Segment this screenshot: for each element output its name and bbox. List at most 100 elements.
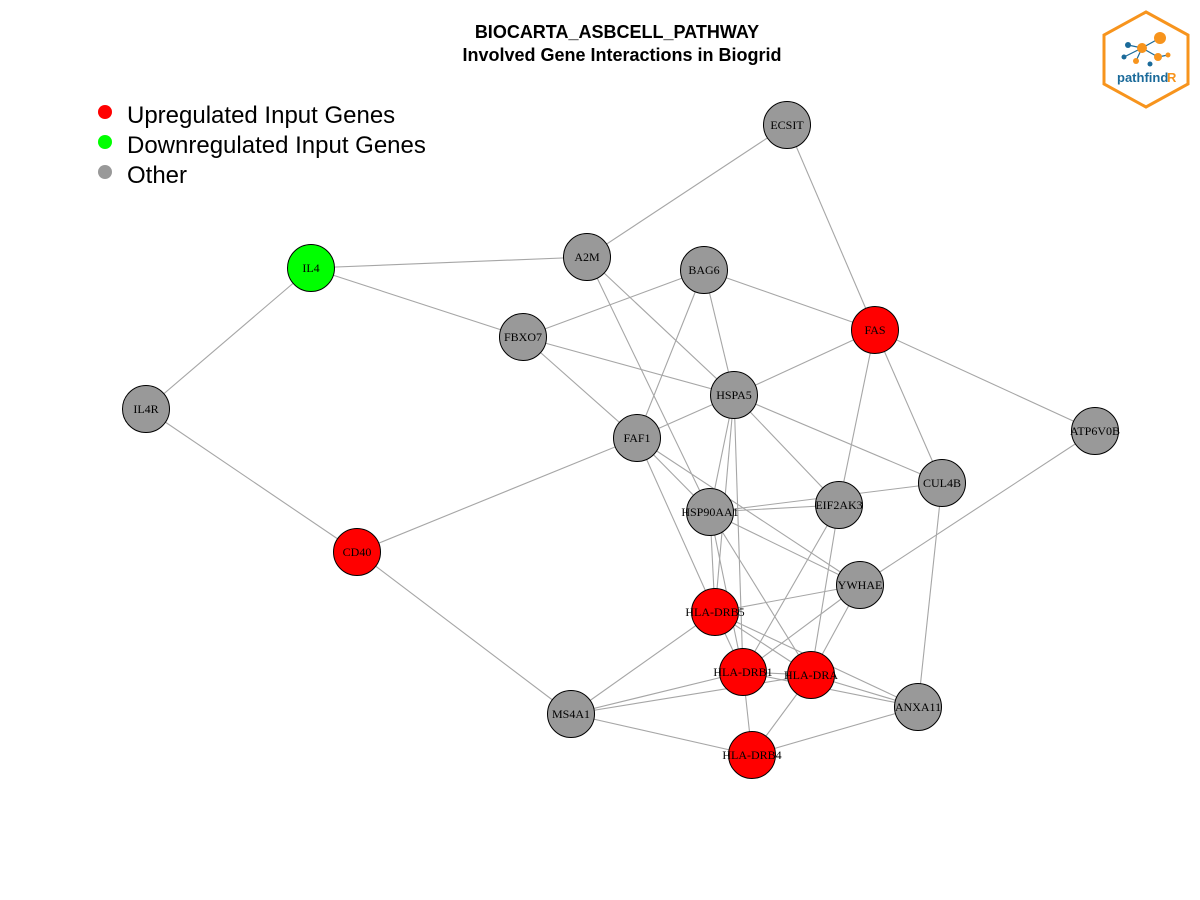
node-label: A2M: [574, 250, 600, 264]
chart-title: BIOCARTA_ASBCELL_PATHWAY: [475, 22, 759, 42]
node-hla-drb5[interactable]: HLA-DRB5: [685, 588, 745, 636]
node-label: IL4: [302, 261, 319, 275]
node-faf1[interactable]: FAF1: [613, 414, 661, 462]
node-circle: [719, 648, 767, 696]
edge-cul4b-anxa11: [917, 482, 943, 708]
node-circle: [918, 459, 966, 507]
edge-ecsit-fas: [786, 124, 876, 331]
node-ms4a1[interactable]: MS4A1: [547, 690, 595, 738]
edge-hsp90aa1-hla-dra: [709, 511, 812, 676]
node-label: FBXO7: [504, 330, 542, 344]
node-label: YWHAE: [838, 578, 883, 592]
edge-fbxo7-faf1: [522, 336, 638, 439]
pathfindr-logo: pathfind R: [1102, 10, 1190, 109]
node-circle: [691, 588, 739, 636]
node-cd40[interactable]: CD40: [333, 528, 381, 576]
node-label: HSP90AA1: [681, 505, 738, 519]
node-hspa5[interactable]: HSPA5: [710, 371, 758, 419]
edge-il4-a2m: [310, 256, 588, 269]
node-circle: [1071, 407, 1119, 455]
node-label: ANXA11: [895, 700, 941, 714]
node-circle: [710, 371, 758, 419]
node-fbxo7[interactable]: FBXO7: [499, 313, 547, 361]
node-a2m[interactable]: A2M: [563, 233, 611, 281]
node-label: CUL4B: [923, 476, 961, 490]
node-label: BAG6: [688, 263, 719, 277]
legend-other-label: Other: [127, 162, 187, 189]
edge-hspa5-eif2ak3: [733, 394, 840, 506]
node-circle: [851, 306, 899, 354]
edge-fbxo7-hspa5: [522, 336, 735, 396]
node-circle: [728, 731, 776, 779]
node-label: IL4R: [133, 402, 158, 416]
edge-eif2ak3-hla-drb1: [742, 504, 840, 673]
legend-down-marker: [98, 135, 112, 149]
edge-ms4a1-hla-drb4: [570, 713, 753, 756]
node-circle: [836, 561, 884, 609]
edge-cd40-ms4a1: [356, 551, 572, 715]
edge-bag6-fas: [703, 269, 876, 331]
node-circle: [894, 683, 942, 731]
node-label: ATP6V0B: [1070, 424, 1120, 438]
edge-faf1-cd40: [356, 437, 638, 553]
edge-hspa5-cul4b: [733, 394, 943, 484]
edge-fas-eif2ak3: [838, 329, 876, 506]
node-hla-drb4[interactable]: HLA-DRB4: [722, 731, 782, 779]
node-label: HLA-DRB4: [722, 748, 781, 762]
node-label: HLA-DRB1: [713, 665, 772, 679]
node-hla-dra[interactable]: HLA-DRA: [784, 651, 838, 699]
node-label: HLA-DRB5: [685, 605, 744, 619]
edge-fas-atp6v0b: [874, 329, 1096, 432]
legend-other-marker: [98, 165, 112, 179]
legend-up-label: Upregulated Input Genes: [127, 102, 395, 129]
node-hsp90aa1[interactable]: HSP90AA1: [681, 488, 739, 536]
node-circle: [122, 385, 170, 433]
edge-faf1-hla-drb5: [636, 437, 716, 613]
edge-fas-hspa5: [733, 329, 876, 396]
node-circle: [287, 244, 335, 292]
edge-a2m-hsp90aa1: [586, 256, 711, 513]
node-bag6[interactable]: BAG6: [680, 246, 728, 294]
node-label: MS4A1: [552, 707, 590, 721]
node-fas[interactable]: FAS: [851, 306, 899, 354]
edge-hsp90aa1-ywhae: [709, 511, 861, 586]
edge-il4r-cd40: [145, 408, 358, 553]
node-label: EIF2AK3: [815, 498, 862, 512]
node-circle: [815, 481, 863, 529]
edge-fas-cul4b: [874, 329, 943, 484]
node-anxa11[interactable]: ANXA11: [894, 683, 942, 731]
logo-hexagon: [1102, 10, 1190, 109]
node-circle: [499, 313, 547, 361]
node-ecsit[interactable]: ECSIT: [763, 101, 811, 149]
edge-a2m-hspa5: [586, 256, 735, 396]
node-circle: [547, 690, 595, 738]
edge-hspa5-hla-drb1: [733, 394, 744, 673]
node-cul4b[interactable]: CUL4B: [918, 459, 966, 507]
node-eif2ak3[interactable]: EIF2AK3: [815, 481, 863, 529]
edge-eif2ak3-hla-dra: [810, 504, 840, 676]
node-label: HSPA5: [716, 388, 752, 402]
node-label: ECSIT: [770, 118, 804, 132]
edge-hla-dra-ms4a1: [570, 674, 812, 715]
node-atp6v0b[interactable]: ATP6V0B: [1070, 407, 1120, 455]
logo-text-accent: R: [1167, 70, 1177, 85]
legend-up-marker: [98, 105, 112, 119]
edge-ywhae-hla-drb1: [742, 584, 861, 673]
node-ywhae[interactable]: YWHAE: [836, 561, 884, 609]
edge-hla-drb4-anxa11: [751, 706, 919, 756]
edge-atp6v0b-ywhae: [859, 430, 1096, 586]
node-hla-drb1[interactable]: HLA-DRB1: [713, 648, 773, 696]
node-circle: [680, 246, 728, 294]
node-circle: [686, 488, 734, 536]
node-il4r[interactable]: IL4R: [122, 385, 170, 433]
node-circle: [763, 101, 811, 149]
edge-bag6-faf1: [636, 269, 705, 439]
legend-down-label: Downregulated Input Genes: [127, 132, 426, 159]
node-il4[interactable]: IL4: [287, 244, 335, 292]
edge-il4-il4r: [145, 267, 312, 410]
node-circle: [333, 528, 381, 576]
chart-subtitle: Involved Gene Interactions in Biogrid: [462, 45, 781, 65]
node-label: FAS: [864, 323, 885, 337]
